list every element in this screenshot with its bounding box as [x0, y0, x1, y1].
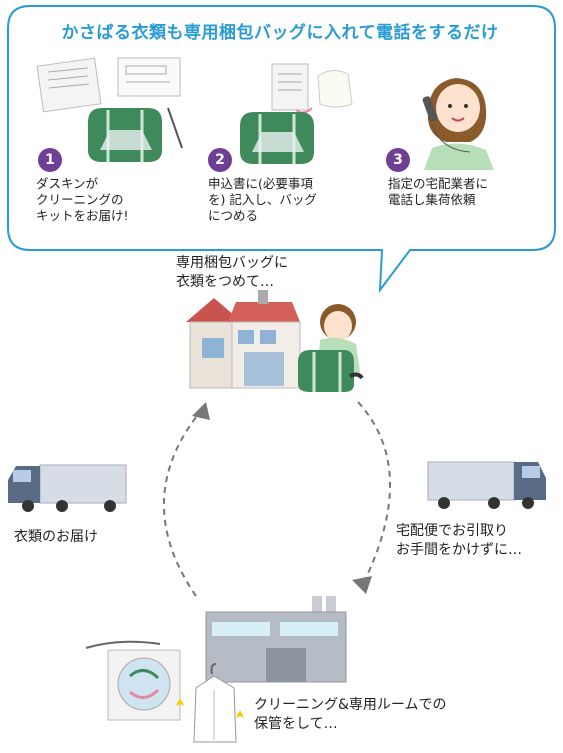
washing-machine-icon — [85, 640, 181, 721]
step-3-text: 指定の宅配業者に 電話し集荷依頼 — [388, 176, 489, 207]
arrow-head-up — [192, 402, 210, 420]
step-1-badge: 1 — [38, 148, 62, 172]
woman-packing-icon — [298, 304, 364, 392]
factory-icon — [205, 596, 347, 683]
home-label: 専用梱包バッグに 衣類をつめて… — [176, 255, 288, 290]
arrow-factory-to-home — [163, 411, 201, 597]
bag-icon — [88, 108, 162, 162]
house-icon — [186, 290, 301, 389]
step-2-badge: 2 — [208, 148, 232, 172]
pickup-truck-icon — [427, 461, 546, 509]
hanging-shirt-icon — [176, 663, 244, 743]
step-1-text: ダスキンが クリーニングの キットをお届け! — [36, 176, 129, 223]
factory-label: クリーニング&専用ルームでの 保管をして… — [254, 697, 447, 732]
pickup-label: 宅配便でお引取り お手間をかけずに… — [396, 523, 522, 558]
kit-documents-icon — [36, 57, 183, 149]
delivery-truck-icon — [8, 464, 127, 512]
step-3-badge: 3 — [386, 148, 410, 172]
delivery-label: 衣類のお届け — [14, 529, 98, 545]
arrow-home-to-factory — [357, 401, 391, 587]
step-2-text: 申込書に(必要事項 を) 記入し、バッグ につめる — [208, 176, 317, 223]
arrow-head-down — [352, 576, 372, 594]
bubble-title: かさばる衣類も専用梱包バッグに入れて電話をするだけ — [61, 23, 499, 43]
bag-icon-2 — [240, 112, 314, 164]
cycle-arrows — [163, 401, 391, 597]
shirt-icon — [271, 63, 353, 114]
woman-on-phone-icon — [422, 78, 494, 170]
